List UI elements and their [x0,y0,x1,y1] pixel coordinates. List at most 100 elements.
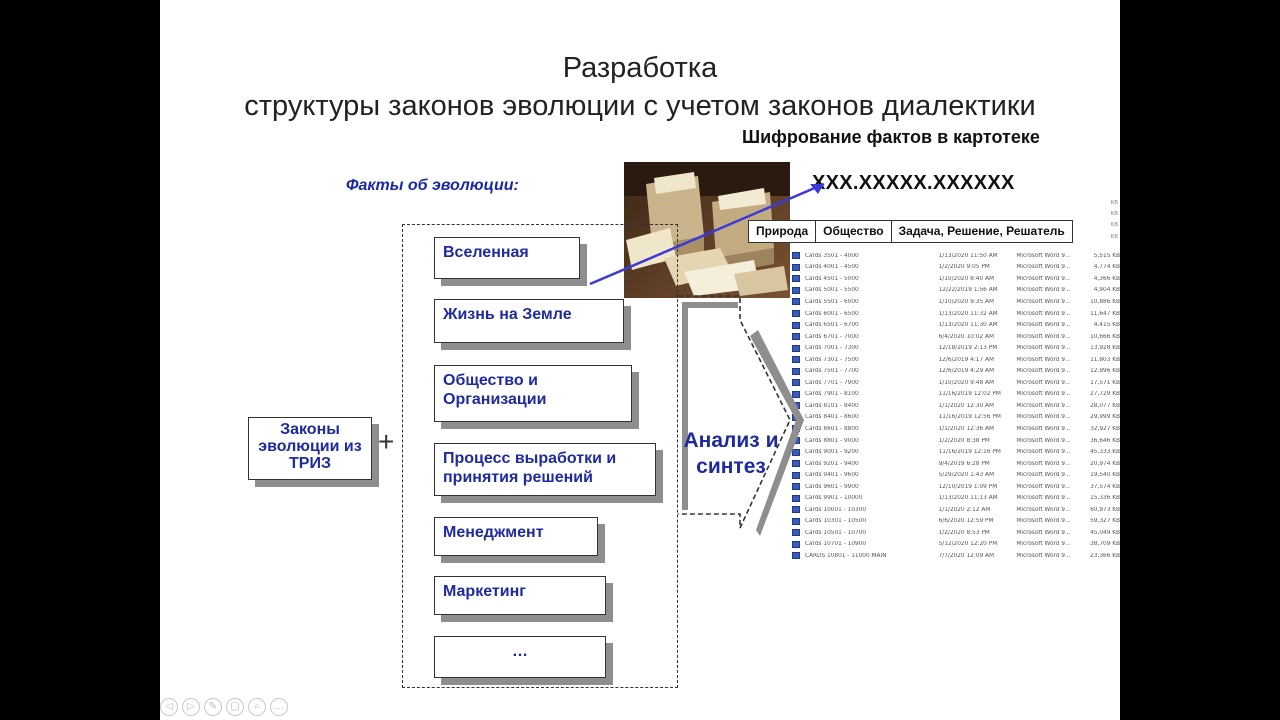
file-size: 4,774 KB [1093,264,1120,271]
file-size: 28,077 KB [1090,402,1120,409]
file-name: Cards 8401 - 8600 [805,414,859,421]
file-size: 45,333 KB [1090,449,1120,456]
file-size: 11,647 KB [1090,310,1120,317]
table-header-nature: Природа [749,221,817,242]
pen-icon[interactable]: ✎ [204,698,222,716]
file-name: Cards 9601 - 9900 [805,483,859,490]
category-table: Природа Общество Задача, Решение, Решате… [748,220,1073,243]
file-type: Microsoft Word 9... [1016,483,1071,490]
file-date: 9/4/2019 6:28 PM [938,460,990,467]
file-row[interactable]: CARDS 10801 - 11000 MAIN 7/7/2020 12:09 A… [792,550,1120,562]
pointer-arrowhead [810,184,824,194]
file-name: Cards 7901 - 8100 [805,391,859,398]
big-arrow-outline [678,295,791,529]
file-size-column-fragment: KB KB KB KB [1111,200,1118,245]
file-explorer-panel: KB KB KB KB [792,200,1120,572]
file-name: Cards 8601 - 8800 [805,425,859,432]
plus-sign: + [378,426,395,457]
next-slide-icon[interactable]: ▷ [182,698,200,716]
word-doc-icon [792,344,800,352]
file-size: 11,803 KB [1090,356,1120,363]
file-name: Cards 4001 - 4500 [805,264,859,271]
file-type: Microsoft Word 9... [1016,275,1071,282]
file-name: Cards 7701 - 7900 [805,379,859,386]
file-date: 1/13/2020 11:30 AM [938,322,998,329]
word-doc-icon [792,494,800,502]
cipher-code: XXX.XXXXX.XXXXXX [812,172,1015,194]
file-name: Cards 10301 - 10500 [805,518,867,525]
facts-label: Факты об эволюции: [346,177,519,194]
word-doc-icon [792,506,800,514]
file-type: Microsoft Word 9... [1016,379,1071,386]
word-doc-icon [792,552,800,560]
word-doc-icon [792,379,800,387]
file-type: Microsoft Word 9... [1016,425,1071,432]
file-name: Cards 8101 - 8400 [805,402,859,409]
file-size: 23,366 KB [1090,552,1120,559]
facts-dashed-frame [402,224,678,688]
file-size: 15,336 KB [1090,495,1120,502]
file-size: 17,571 KB [1090,379,1120,386]
word-doc-icon [792,460,800,468]
size-fragment: KB [1110,211,1118,218]
file-name: Cards 9001 - 9200 [805,449,859,456]
more-options-icon[interactable]: … [270,698,288,716]
file-date: 12/6/2019 4:17 AM [938,356,994,363]
size-fragment: KB [1110,222,1118,229]
file-size: 60,973 KB [1090,506,1120,513]
prev-slide-icon[interactable]: ◁ [160,698,178,716]
category-society-organizations: Общество и Организации [434,365,632,422]
file-type: Microsoft Word 9... [1016,252,1071,259]
word-doc-icon [792,517,800,525]
file-name: CARDS 10801 - 11000 MAIN [805,552,887,559]
file-type: Microsoft Word 9... [1016,529,1071,536]
file-name: Cards 5001 - 5500 [805,287,859,294]
file-date: 1/13/2020 11:13 AM [938,495,998,502]
category-universe: Вселенная [434,237,580,279]
file-type: Microsoft Word 9... [1016,402,1071,409]
file-name: Cards 10001 - 10300 [805,506,867,513]
word-doc-icon [792,310,800,317]
word-doc-icon [792,471,800,479]
file-size: 36,646 KB [1090,437,1120,444]
card-catalog-photo [624,162,790,298]
file-name: Cards 8801 - 9000 [805,437,859,444]
file-name: Cards 9201 - 9400 [805,460,859,467]
file-size: 5,515 KB [1093,252,1120,259]
file-size: 27,729 KB [1090,391,1120,398]
file-date: 1/10/2020 8:40 AM [938,275,994,282]
file-name: Cards 6701 - 7000 [805,333,859,340]
slides-overview-icon[interactable]: ▢ [226,698,244,716]
file-type: Microsoft Word 9... [1016,322,1071,329]
file-date: 7/7/2020 12:09 AM [938,552,994,559]
word-doc-icon [792,298,800,306]
pointer-line [589,182,825,286]
file-size: 4,904 KB [1093,287,1120,294]
table-header-society: Общество [816,221,892,242]
file-date: 5/12/2020 12:20 PM [938,541,998,548]
zoom-icon[interactable]: ⌕ [248,698,266,716]
